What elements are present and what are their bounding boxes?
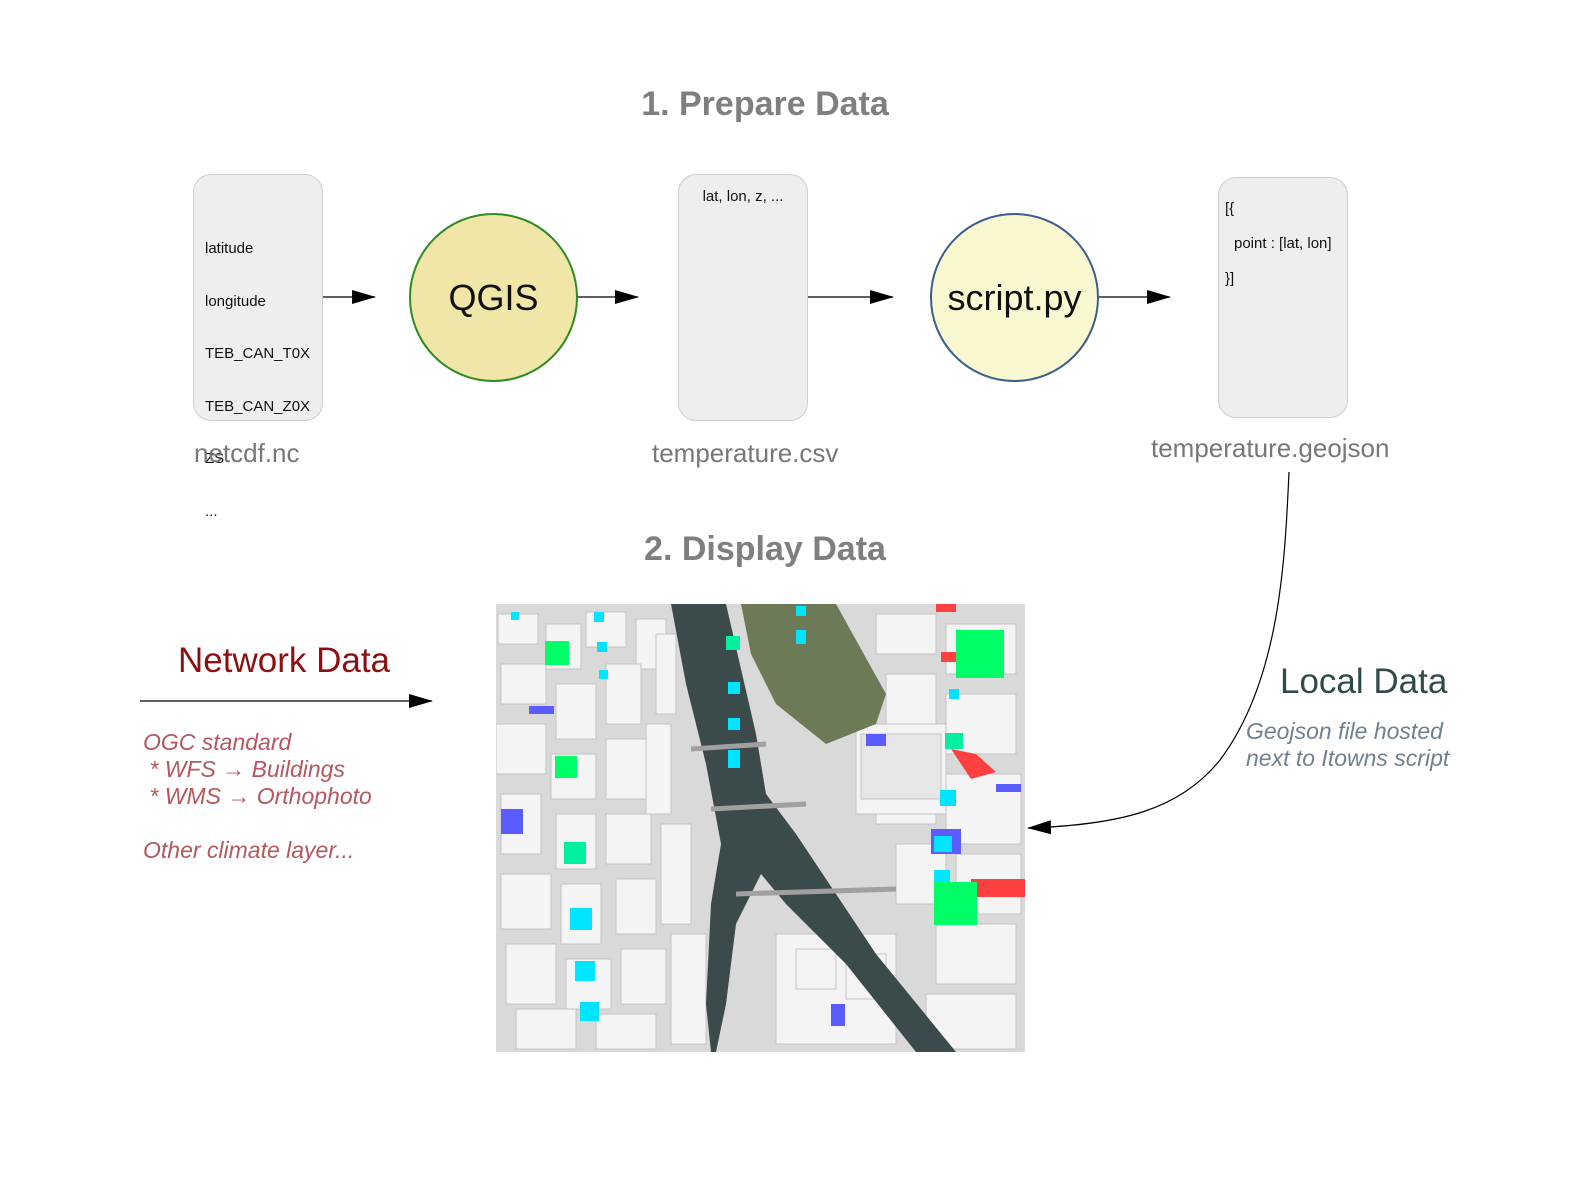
temperature-marker: [599, 670, 608, 679]
netcdf-field: ZS: [205, 450, 225, 467]
temperature-marker: [945, 733, 963, 749]
temperature-marker: [796, 630, 806, 644]
temperature-marker: [956, 630, 1004, 678]
temperature-marker: [728, 718, 740, 730]
network-data-title: Network Data: [178, 641, 391, 680]
network-note: * WMS → Orthophoto: [143, 783, 372, 809]
network-data-notes: OGC standard * WFS → Buildings * WMS → O…: [143, 729, 372, 864]
netcdf-field: TEB_CAN_T0X: [205, 345, 311, 362]
local-data-title: Local Data: [1280, 662, 1448, 701]
netcdf-fields: latitude longitude TEB_CAN_T0X TEB_CAN_Z…: [205, 205, 310, 555]
script-process-node: script.py: [930, 213, 1099, 382]
netcdf-file-box: latitude longitude TEB_CAN_T0X TEB_CAN_Z…: [193, 174, 323, 520]
temperature-marker: [545, 641, 569, 665]
network-note: OGC standard: [143, 729, 292, 755]
local-note: next to Itowns script: [1246, 745, 1450, 771]
temperature-marker: [728, 682, 740, 694]
display-data-title: 2. Display Data: [644, 530, 886, 568]
local-note: Geojson file hosted: [1246, 718, 1443, 744]
csv-file-box: lat, lon, z, ...: [678, 174, 808, 421]
bridges: [690, 741, 897, 897]
red-buildings: [936, 604, 1025, 897]
city-3d-view: [496, 604, 1025, 1052]
temperature-marker: [597, 642, 607, 652]
temperature-marker: [949, 689, 959, 699]
geojson-line: }]: [1225, 270, 1235, 287]
network-note: * WFS → Buildings: [143, 756, 345, 782]
csv-fields: lat, lon, z, ...: [702, 188, 784, 205]
temperature-marker: [580, 1002, 599, 1021]
temperature-marker: [570, 908, 592, 930]
temperature-markers: [511, 606, 1004, 1021]
netcdf-field: TEB_CAN_Z0X: [205, 397, 311, 415]
temperature-marker: [555, 756, 577, 778]
arrow-geojson-to-map: [1027, 471, 1290, 835]
temperature-marker: [940, 790, 956, 806]
garden-park: [741, 604, 886, 744]
netcdf-field: longitude: [205, 292, 266, 310]
geojson-line: point : [lat, lon]: [1234, 235, 1332, 252]
temperature-marker: [575, 961, 595, 981]
geojson-line: [{: [1225, 200, 1235, 217]
netcdf-field: latitude: [205, 240, 254, 257]
temperature-marker: [564, 842, 586, 864]
network-note: Other climate layer...: [143, 837, 355, 863]
netcdf-field: ...: [205, 502, 218, 520]
geojson-file-box: [{ point : [lat, lon] }]: [1218, 177, 1348, 418]
netcdf-file-label: netcdf.nc: [194, 438, 300, 468]
temperature-marker: [726, 636, 740, 650]
temperature-marker: [594, 612, 604, 622]
geojson-file-label: temperature.geojson: [1151, 433, 1390, 463]
csv-file-label: temperature.csv: [652, 438, 839, 468]
temperature-marker: [728, 750, 740, 768]
qgis-process-node: QGIS: [409, 213, 578, 382]
temperature-marker: [511, 612, 519, 620]
river: [671, 604, 956, 1052]
temperature-marker: [934, 836, 952, 852]
local-data-notes: Geojson file hosted next to Itowns scrip…: [1246, 718, 1449, 772]
prepare-data-title: 1. Prepare Data: [641, 85, 889, 123]
temperature-marker: [934, 870, 950, 882]
temperature-marker: [934, 882, 977, 925]
temperature-marker: [796, 606, 806, 616]
